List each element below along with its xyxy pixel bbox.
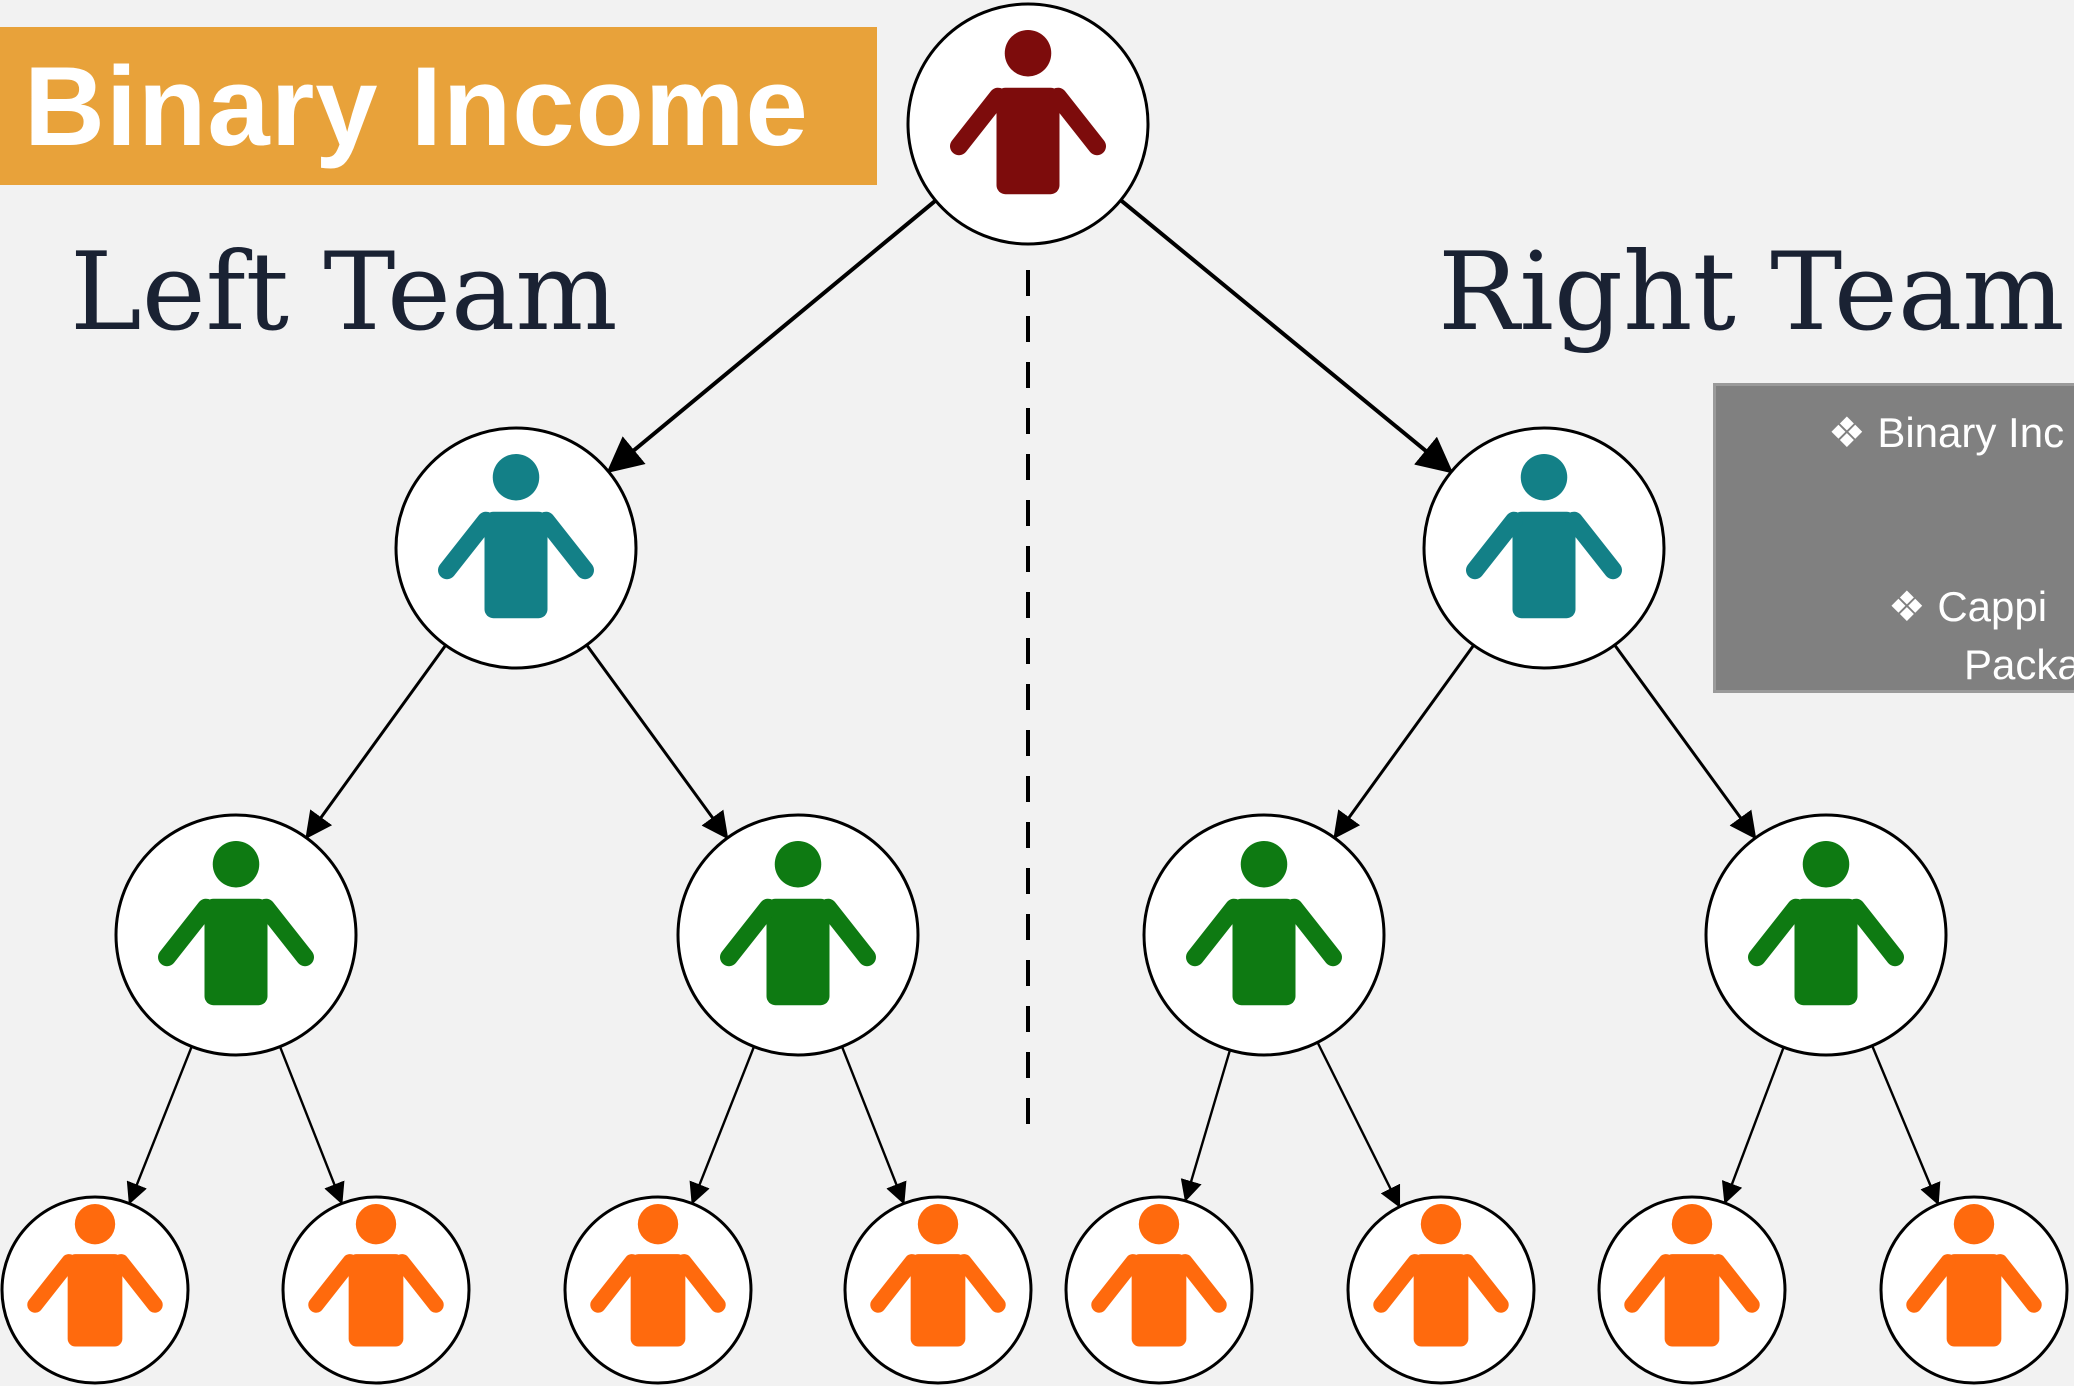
connector-arrow-right [585,644,729,840]
member-node-level-2 [1704,813,1948,1057]
info-box-line-package: Packa [1964,641,2074,688]
member-node-level-2 [114,813,358,1057]
member-node-level-3 [1064,1195,1254,1385]
member-node-level-2 [676,813,920,1057]
title-banner: Binary Income [0,27,877,185]
person-icon [1186,840,1342,1006]
member-node-level-1 [394,426,638,670]
person-icon [720,840,876,1006]
connector-arrow-left [689,1046,756,1205]
member-node-level-2 [1142,813,1386,1057]
connector-arrow-right [1119,198,1454,474]
person-icon [870,1203,1006,1347]
right-team-label: Right Team [1438,230,2065,355]
page-title: Binary Income [24,43,809,169]
member-node-root [906,2,1150,246]
person-icon [308,1203,444,1347]
person-icon [950,29,1106,195]
connector-arrow-left [1180,1049,1232,1202]
person-icon [1906,1203,2042,1347]
member-node-level-3 [281,1195,471,1385]
info-box-line-binary-income: ❖ Binary Inc [1828,409,2065,456]
connector-arrow-right [1871,1045,1941,1206]
connector-arrow-right [278,1046,345,1205]
connector-arrow-left [606,198,937,474]
connector-arrow-left [1721,1046,1785,1205]
connector-arrow-left [126,1046,193,1205]
connector-arrow-right [1316,1041,1401,1208]
person-icon [1624,1203,1760,1347]
person-icon [1091,1203,1227,1347]
member-node-level-3 [563,1195,753,1385]
member-node-level-3 [1346,1195,1536,1385]
connector-arrow-right [840,1046,907,1205]
member-node-level-3 [0,1195,190,1385]
left-team-label: Left Team [70,230,618,355]
connector-arrow-left [1333,644,1475,840]
person-icon [1466,453,1622,619]
person-icon [27,1203,163,1347]
connector-arrow-left [305,644,447,840]
tree-connections [126,198,1941,1208]
person-icon [590,1203,726,1347]
info-box: ❖ Binary Inc ❖ Cappi Packa [1713,383,2074,693]
member-node-level-3 [1597,1195,1787,1385]
member-node-level-1 [1422,426,1666,670]
member-node-level-3 [843,1195,1033,1385]
person-icon [438,453,594,619]
person-icon [1748,840,1904,1006]
info-box-line-capping: ❖ Cappi [1888,583,2048,630]
person-icon [1373,1203,1509,1347]
connector-arrow-right [1613,644,1757,840]
member-node-level-3 [1879,1195,2069,1385]
person-icon [158,840,314,1006]
